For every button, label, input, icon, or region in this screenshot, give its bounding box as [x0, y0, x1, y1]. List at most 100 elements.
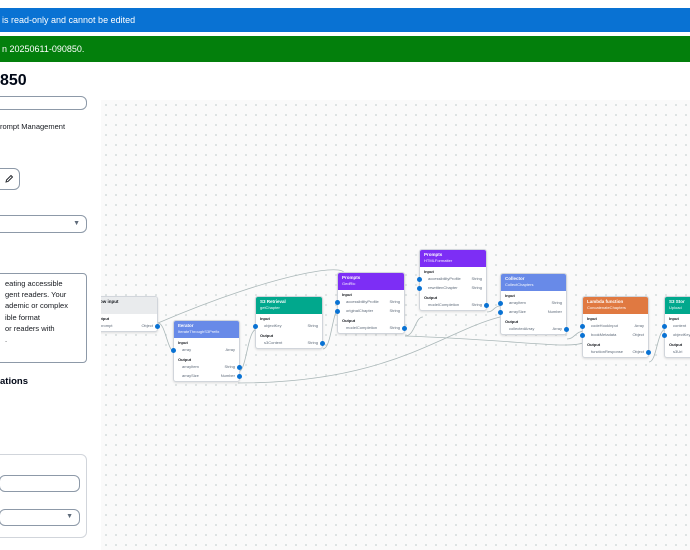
page-title: 850	[0, 72, 27, 89]
field-name: accessibilityProfile	[428, 276, 461, 281]
textarea-line: or readers with	[5, 323, 55, 333]
input-port[interactable]	[253, 324, 258, 329]
field-type: Object	[632, 332, 644, 337]
node-name-label: Upload	[669, 305, 682, 310]
edge	[237, 316, 501, 384]
field-type: String	[389, 299, 400, 304]
field-type: String	[389, 308, 400, 313]
node-type-label: Flow input	[101, 299, 119, 304]
output-port[interactable]	[155, 324, 160, 329]
field-type: Number	[547, 309, 562, 314]
field-name: collectedArray	[509, 326, 535, 331]
field-name: bookMetadata	[591, 332, 617, 337]
field-name: prompt	[101, 323, 113, 328]
node-section-label: Output	[101, 316, 110, 321]
node-name-label: GedRic	[342, 281, 356, 286]
node-section-label: Input	[178, 340, 188, 345]
input-port[interactable]	[498, 301, 503, 306]
version-select[interactable]: ▼	[0, 215, 87, 233]
node-section-label: Output	[587, 342, 601, 347]
field-name: functionResponse	[591, 349, 624, 354]
field-name: codeHookInput	[591, 323, 618, 328]
input-port[interactable]	[335, 300, 340, 305]
name-input[interactable]	[0, 96, 87, 110]
field-name: content	[673, 323, 687, 328]
field-type: Number	[220, 373, 235, 378]
node-section-label: Input	[342, 292, 352, 297]
node-section-label: Input	[669, 316, 679, 321]
node-section-label: Output	[669, 342, 683, 347]
input-port[interactable]	[580, 324, 585, 329]
textarea-line: gent readers. Your	[5, 290, 67, 300]
node-type-label: Lambda function	[587, 299, 624, 304]
node-section-label: Input	[424, 269, 434, 274]
config-input[interactable]	[0, 475, 80, 492]
input-port[interactable]	[580, 333, 585, 338]
node-type-label: Collector	[505, 276, 525, 281]
node-name-label: getChapter	[260, 305, 280, 310]
node-section-label: Output	[424, 295, 438, 300]
output-port[interactable]	[646, 350, 651, 355]
config-select[interactable]: ▼	[0, 509, 80, 526]
flow-canvas[interactable]: Flow inputOutputpromptObjectIteratorIter…	[101, 100, 690, 550]
field-type: String	[389, 325, 400, 330]
output-port[interactable]	[484, 303, 489, 308]
node-name-label: ConcatenateChapters	[587, 305, 626, 310]
config-card: ▼	[0, 454, 87, 538]
input-port[interactable]	[662, 324, 667, 329]
input-port[interactable]	[335, 309, 340, 314]
input-port[interactable]	[417, 277, 422, 282]
output-port[interactable]	[237, 365, 242, 370]
pencil-icon	[5, 174, 14, 183]
field-type: String	[471, 285, 482, 290]
input-port[interactable]	[417, 286, 422, 291]
field-type: String	[224, 364, 235, 369]
input-port[interactable]	[662, 333, 667, 338]
prompt-management-label: rompt Management	[0, 122, 66, 131]
textarea-line: .	[5, 335, 8, 345]
flow-node-flow-input[interactable]: Flow inputOutputpromptObject	[101, 296, 160, 332]
input-port[interactable]	[498, 310, 503, 315]
output-port[interactable]	[564, 327, 569, 332]
field-type: String	[471, 302, 482, 307]
field-type: Array	[634, 323, 644, 328]
field-name: rewrittenChapter	[428, 285, 458, 290]
node-field-row: codeHookInput Array	[580, 322, 648, 331]
output-port[interactable]	[402, 326, 407, 331]
node-header: Flow input	[101, 297, 157, 314]
node-section-label: Output	[342, 318, 356, 323]
output-port[interactable]	[237, 374, 242, 379]
output-port[interactable]	[320, 341, 325, 346]
caret-down-icon: ▼	[73, 220, 80, 227]
node-field-row: bookMetadata Object	[580, 331, 648, 340]
node-section-label: Input	[260, 316, 270, 321]
field-name: arrayItem	[182, 364, 199, 369]
field-name: array	[182, 347, 192, 352]
prompt-textarea[interactable]: eating accessible gent readers. Your ade…	[0, 273, 87, 363]
node-field-row: s3Uri	[665, 348, 690, 357]
edge	[237, 328, 258, 373]
edit-button[interactable]	[0, 168, 20, 190]
input-port[interactable]	[171, 348, 176, 353]
field-name: objectKey	[264, 323, 282, 328]
